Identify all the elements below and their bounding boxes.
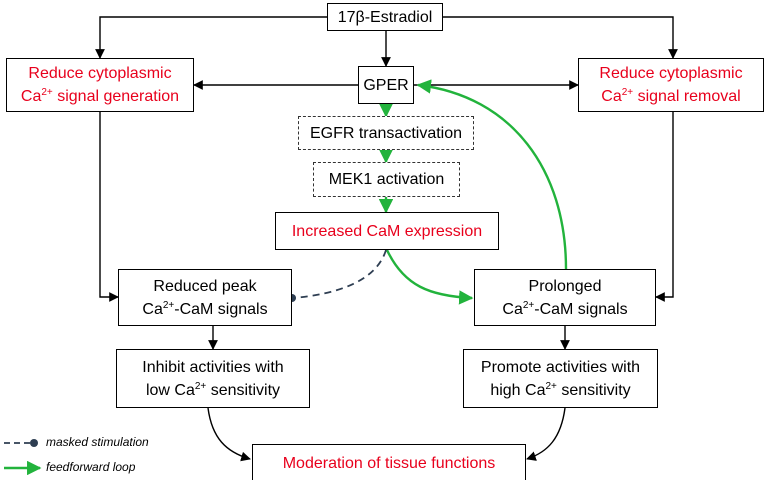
arrow-estradiol-to-reduce-removal xyxy=(443,16,678,59)
promote-line2: high Ca2+ sensitivity xyxy=(490,380,631,399)
reduce-removal-line1: Reduce cytoplasmic xyxy=(599,65,743,82)
prolonged-line2: Ca2+-CaM signals xyxy=(502,299,628,318)
cam-expression-node: Increased CaM expression xyxy=(275,212,499,250)
mek1-label: MEK1 activation xyxy=(328,171,445,188)
promote-line1: Promote activities with xyxy=(480,358,641,376)
egfr-node: EGFR transactivation xyxy=(298,116,474,150)
arrow-reduce-generation-to-reduced-peak xyxy=(99,112,119,302)
arrow-promote-to-moderation xyxy=(526,407,566,461)
inhibit-line1: Inhibit activities with xyxy=(142,358,284,376)
estradiol-node: 17β-Estradiol xyxy=(327,3,443,31)
estradiol-label: 17β-Estradiol xyxy=(337,8,433,26)
cam-expression-label: Increased CaM expression xyxy=(291,222,483,240)
gper-label: GPER xyxy=(363,76,409,94)
arrow-inhibit-to-moderation xyxy=(207,407,251,462)
arrow-prolonged-to-gper-feedback xyxy=(416,79,568,270)
legend-feedforward-label: feedforward loop xyxy=(46,460,136,474)
legend-masked-dot xyxy=(30,439,38,447)
moderation-label: Moderation of tissue functions xyxy=(282,454,496,472)
reduce-generation-line1: Reduce cytoplasmic xyxy=(28,65,172,82)
moderation-node: Moderation of tissue functions xyxy=(252,444,526,480)
reduce-removal-node: Reduce cytoplasmic Ca2+ signal removal xyxy=(578,58,764,112)
egfr-label: EGFR transactivation xyxy=(309,124,463,142)
reduce-removal-line2: Ca2+ signal removal xyxy=(601,87,741,106)
gper-node: GPER xyxy=(358,66,414,104)
reduced-peak-node: Reduced peak Ca2+-CaM signals xyxy=(118,269,292,326)
legend-masked-label: masked stimulation xyxy=(46,435,149,449)
mek1-node: MEK1 activation xyxy=(313,162,460,197)
prolonged-line1: Prolonged xyxy=(528,277,602,295)
reduce-generation-line2: Ca2+ signal generation xyxy=(20,87,180,106)
masked-stimulation-connector xyxy=(293,249,387,299)
reduce-generation-node: Reduce cytoplasmic Ca2+ signal generatio… xyxy=(6,58,194,112)
arrow-reduce-removal-to-prolonged xyxy=(655,112,674,302)
reduced-peak-line2: Ca2+-CaM signals xyxy=(142,299,268,318)
promote-activities-node: Promote activities with high Ca2+ sensit… xyxy=(463,349,658,408)
prolonged-node: Prolonged Ca2+-CaM signals xyxy=(474,269,656,326)
inhibit-activities-node: Inhibit activities with low Ca2+ sensiti… xyxy=(116,349,310,408)
arrow-cam-to-prolonged xyxy=(385,249,474,305)
arrow-estradiol-to-reduce-generation xyxy=(95,16,327,59)
inhibit-line2: low Ca2+ sensitivity xyxy=(145,380,281,399)
reduced-peak-line1: Reduced peak xyxy=(153,277,257,295)
